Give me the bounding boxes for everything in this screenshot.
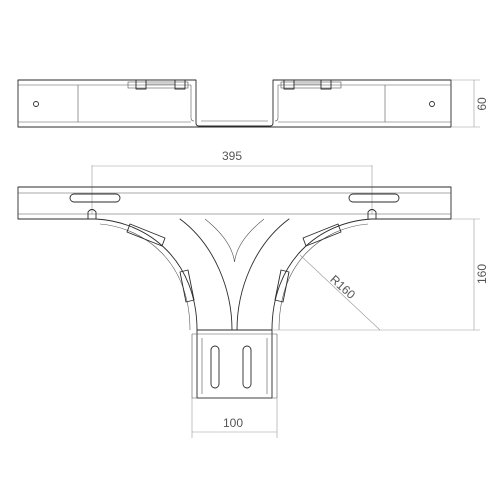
divider-right-inner: [234, 218, 265, 263]
dimension-branch-width: 100: [191, 398, 278, 438]
dimension-height-top: 60: [451, 79, 489, 128]
side-view-channel-edge: [274, 85, 279, 122]
dimension-radius: R160: [299, 254, 381, 331]
side-view: [17, 79, 452, 128]
plan-view: [17, 186, 452, 399]
mounting-slot-icon: [210, 345, 220, 389]
curve-clip-icon: [126, 223, 166, 247]
mounting-slot-icon: [69, 193, 121, 203]
bolt-hole-icon: [429, 101, 435, 107]
mounting-slot-icon: [348, 193, 400, 203]
hook-icon: [367, 209, 377, 220]
hook-icon: [87, 209, 97, 220]
divider-left-curve: [179, 218, 233, 331]
connector-clip-icon: [280, 79, 342, 90]
divider-left-inner: [204, 218, 235, 263]
dimension-label-r160: R160: [327, 272, 358, 302]
mounting-slot-icon: [242, 345, 252, 389]
inner-rail-right: [278, 223, 369, 331]
curve-clip-icon: [302, 223, 342, 247]
curve-clip-icon: [274, 269, 290, 303]
plan-view-outline: [17, 186, 452, 399]
dimension-label-395: 395: [222, 149, 242, 163]
dimension-label-100: 100: [223, 416, 243, 430]
side-view-left-body: [17, 79, 452, 128]
divider-right-curve: [236, 218, 290, 331]
bolt-hole-icon: [33, 101, 39, 107]
inner-rail-left: [99, 223, 191, 331]
side-view-channel-edge: [190, 85, 195, 122]
dimension-label-160: 160: [475, 264, 489, 284]
connector-clip-icon: [127, 79, 189, 90]
dimension-width-span: 395: [91, 149, 373, 214]
curve-clip-icon: [179, 269, 195, 303]
dimension-label-60: 60: [475, 97, 489, 111]
dimension-height-plan: 160: [272, 218, 489, 331]
